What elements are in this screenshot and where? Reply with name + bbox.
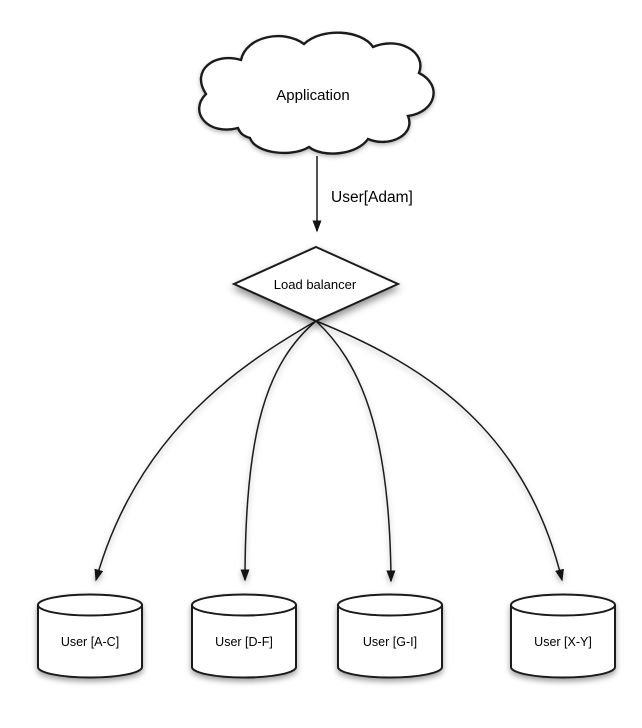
database-cylinder-user-d-f: User [D-F] (191, 593, 297, 679)
shard-label: User [D-F] (215, 635, 273, 649)
lb-to-shard-a-c-arrow (94, 320, 317, 582)
database-cylinder-user-a-c: User [A-C] (37, 593, 143, 679)
cylinder-top (510, 593, 616, 617)
cylinder-top (191, 593, 297, 617)
load-balancer-label: Load balancer (274, 277, 357, 292)
shard-label: User [G-I] (363, 635, 417, 649)
lb-to-shard-g-i-arrow (315, 320, 396, 583)
app-to-lb-edge-label: User[Adam] (331, 189, 413, 206)
cylinder-top (337, 593, 443, 617)
shard-label: User [X-Y] (534, 635, 592, 649)
lb-to-shard-d-f-arrow (240, 320, 317, 582)
lb-fanout-arrows (94, 320, 564, 583)
shard-label: User [A-C] (61, 635, 119, 649)
cylinder-top (37, 593, 143, 617)
application-cloud-shape (198, 31, 435, 155)
cylinder-body (337, 605, 443, 679)
load-balancer-diamond-shape (231, 245, 401, 323)
lb-to-shard-x-y-arrow (315, 320, 564, 582)
cylinder-body (510, 605, 616, 679)
cylinder-body (191, 605, 297, 679)
load-balancer-node: Load balancer (231, 245, 401, 323)
database-cylinder-user-g-i: User [G-I] (337, 593, 443, 679)
cylinder-body (37, 605, 143, 679)
application-label: Application (276, 87, 349, 104)
database-cylinder-user-x-y: User [X-Y] (510, 593, 616, 679)
application-node: Application (198, 31, 435, 155)
